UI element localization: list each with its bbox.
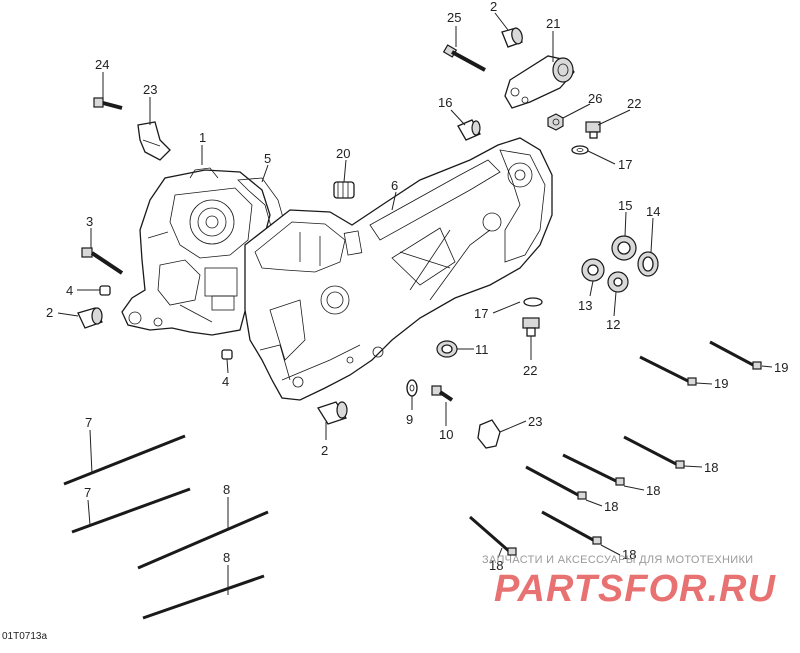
callout-24: 24 [95,57,109,72]
callout-5: 5 [264,151,271,166]
stud-7-upper [63,434,186,486]
callout-18: 18 [622,547,636,562]
bearing-15 [611,235,637,261]
bushing-2-bottom [317,401,348,425]
callout-21: 21 [546,16,560,31]
bearing-13 [581,258,605,282]
callout-18: 18 [646,483,660,498]
drain-plug-22-top [585,121,601,139]
callout-23: 23 [143,82,157,97]
washer-9 [406,379,418,397]
bolt-10 [431,385,454,402]
bolt-18-d [541,510,602,545]
callout-2: 2 [490,0,497,14]
callout-20: 20 [336,146,350,161]
callout-1: 1 [199,130,206,145]
crankcase-right-half [244,137,553,401]
stud-7-lower [71,487,191,534]
callout-8: 8 [223,482,230,497]
stud-8-upper [137,510,269,570]
dowel-pin-4-bottom [221,349,233,360]
bolt-18-c [525,465,587,500]
stud-8-lower [142,574,265,620]
bolt-19-left [639,355,697,386]
callout-19: 19 [774,360,788,375]
leader-lines [57,12,773,595]
callout-18: 18 [604,499,618,514]
callout-7: 7 [84,485,91,500]
bushing-2-left [77,307,103,329]
bolt-25 [442,44,486,72]
bolt-18-a [623,435,685,469]
oil-seal-11 [436,340,458,358]
callout-19: 19 [714,376,728,391]
crankcase-left-half [121,167,271,336]
bolt-3 [81,247,124,275]
callout-6: 6 [391,178,398,193]
callout-17: 17 [474,306,488,321]
bushing-16 [457,119,481,141]
engine-mount-bracket-21 [504,55,575,109]
bolt-18-b [562,453,625,486]
washer-17-top [571,145,589,155]
bolt-24 [93,97,123,110]
needle-bearing-20 [333,181,355,199]
callout-4: 4 [222,374,229,389]
callout-18: 18 [489,558,503,573]
callout-26: 26 [588,91,602,106]
callout-12: 12 [606,317,620,332]
callout-25: 25 [447,10,461,25]
callout-16: 16 [438,95,452,110]
callout-labels: 25 2 21 24 23 16 26 22 1 5 20 17 6 3 15 … [46,0,788,573]
bolt-19-right [709,340,762,370]
cable-clip-23-bottom [477,419,501,449]
watermark-tagline: ЗАПЧАСТИ И АКСЕССУАРЫ ДЛЯ МОТОТЕХНИКИ [482,554,754,566]
dowel-pin-4-left [99,285,111,296]
callout-11: 11 [475,342,489,357]
callout-4: 4 [66,283,73,298]
callout-2: 2 [321,443,328,458]
nut-26 [547,113,564,131]
callout-2: 2 [46,305,53,320]
callout-15: 15 [618,198,632,213]
callout-17: 17 [618,157,632,172]
callout-9: 9 [406,412,413,427]
callout-13: 13 [578,298,592,313]
bearing-12 [607,271,629,293]
washer-17-mid [523,297,543,307]
bolt-18-e [469,515,517,556]
callout-7: 7 [85,415,92,430]
callout-18: 18 [704,460,718,475]
callout-22: 22 [627,96,641,111]
callout-3: 3 [86,214,93,229]
callout-22: 22 [523,363,537,378]
cable-clip-23 [137,121,171,161]
callout-8: 8 [223,550,230,565]
callout-10: 10 [439,427,453,442]
callout-14: 14 [646,204,660,219]
drain-plug-22-mid [522,317,540,337]
figure-code: 01T0713a [2,631,48,642]
watermark-logo: PARTSFOR.RU [494,568,776,610]
callout-23: 23 [528,414,542,429]
oil-seal-14 [637,251,659,277]
bushing-2-top [501,27,523,48]
